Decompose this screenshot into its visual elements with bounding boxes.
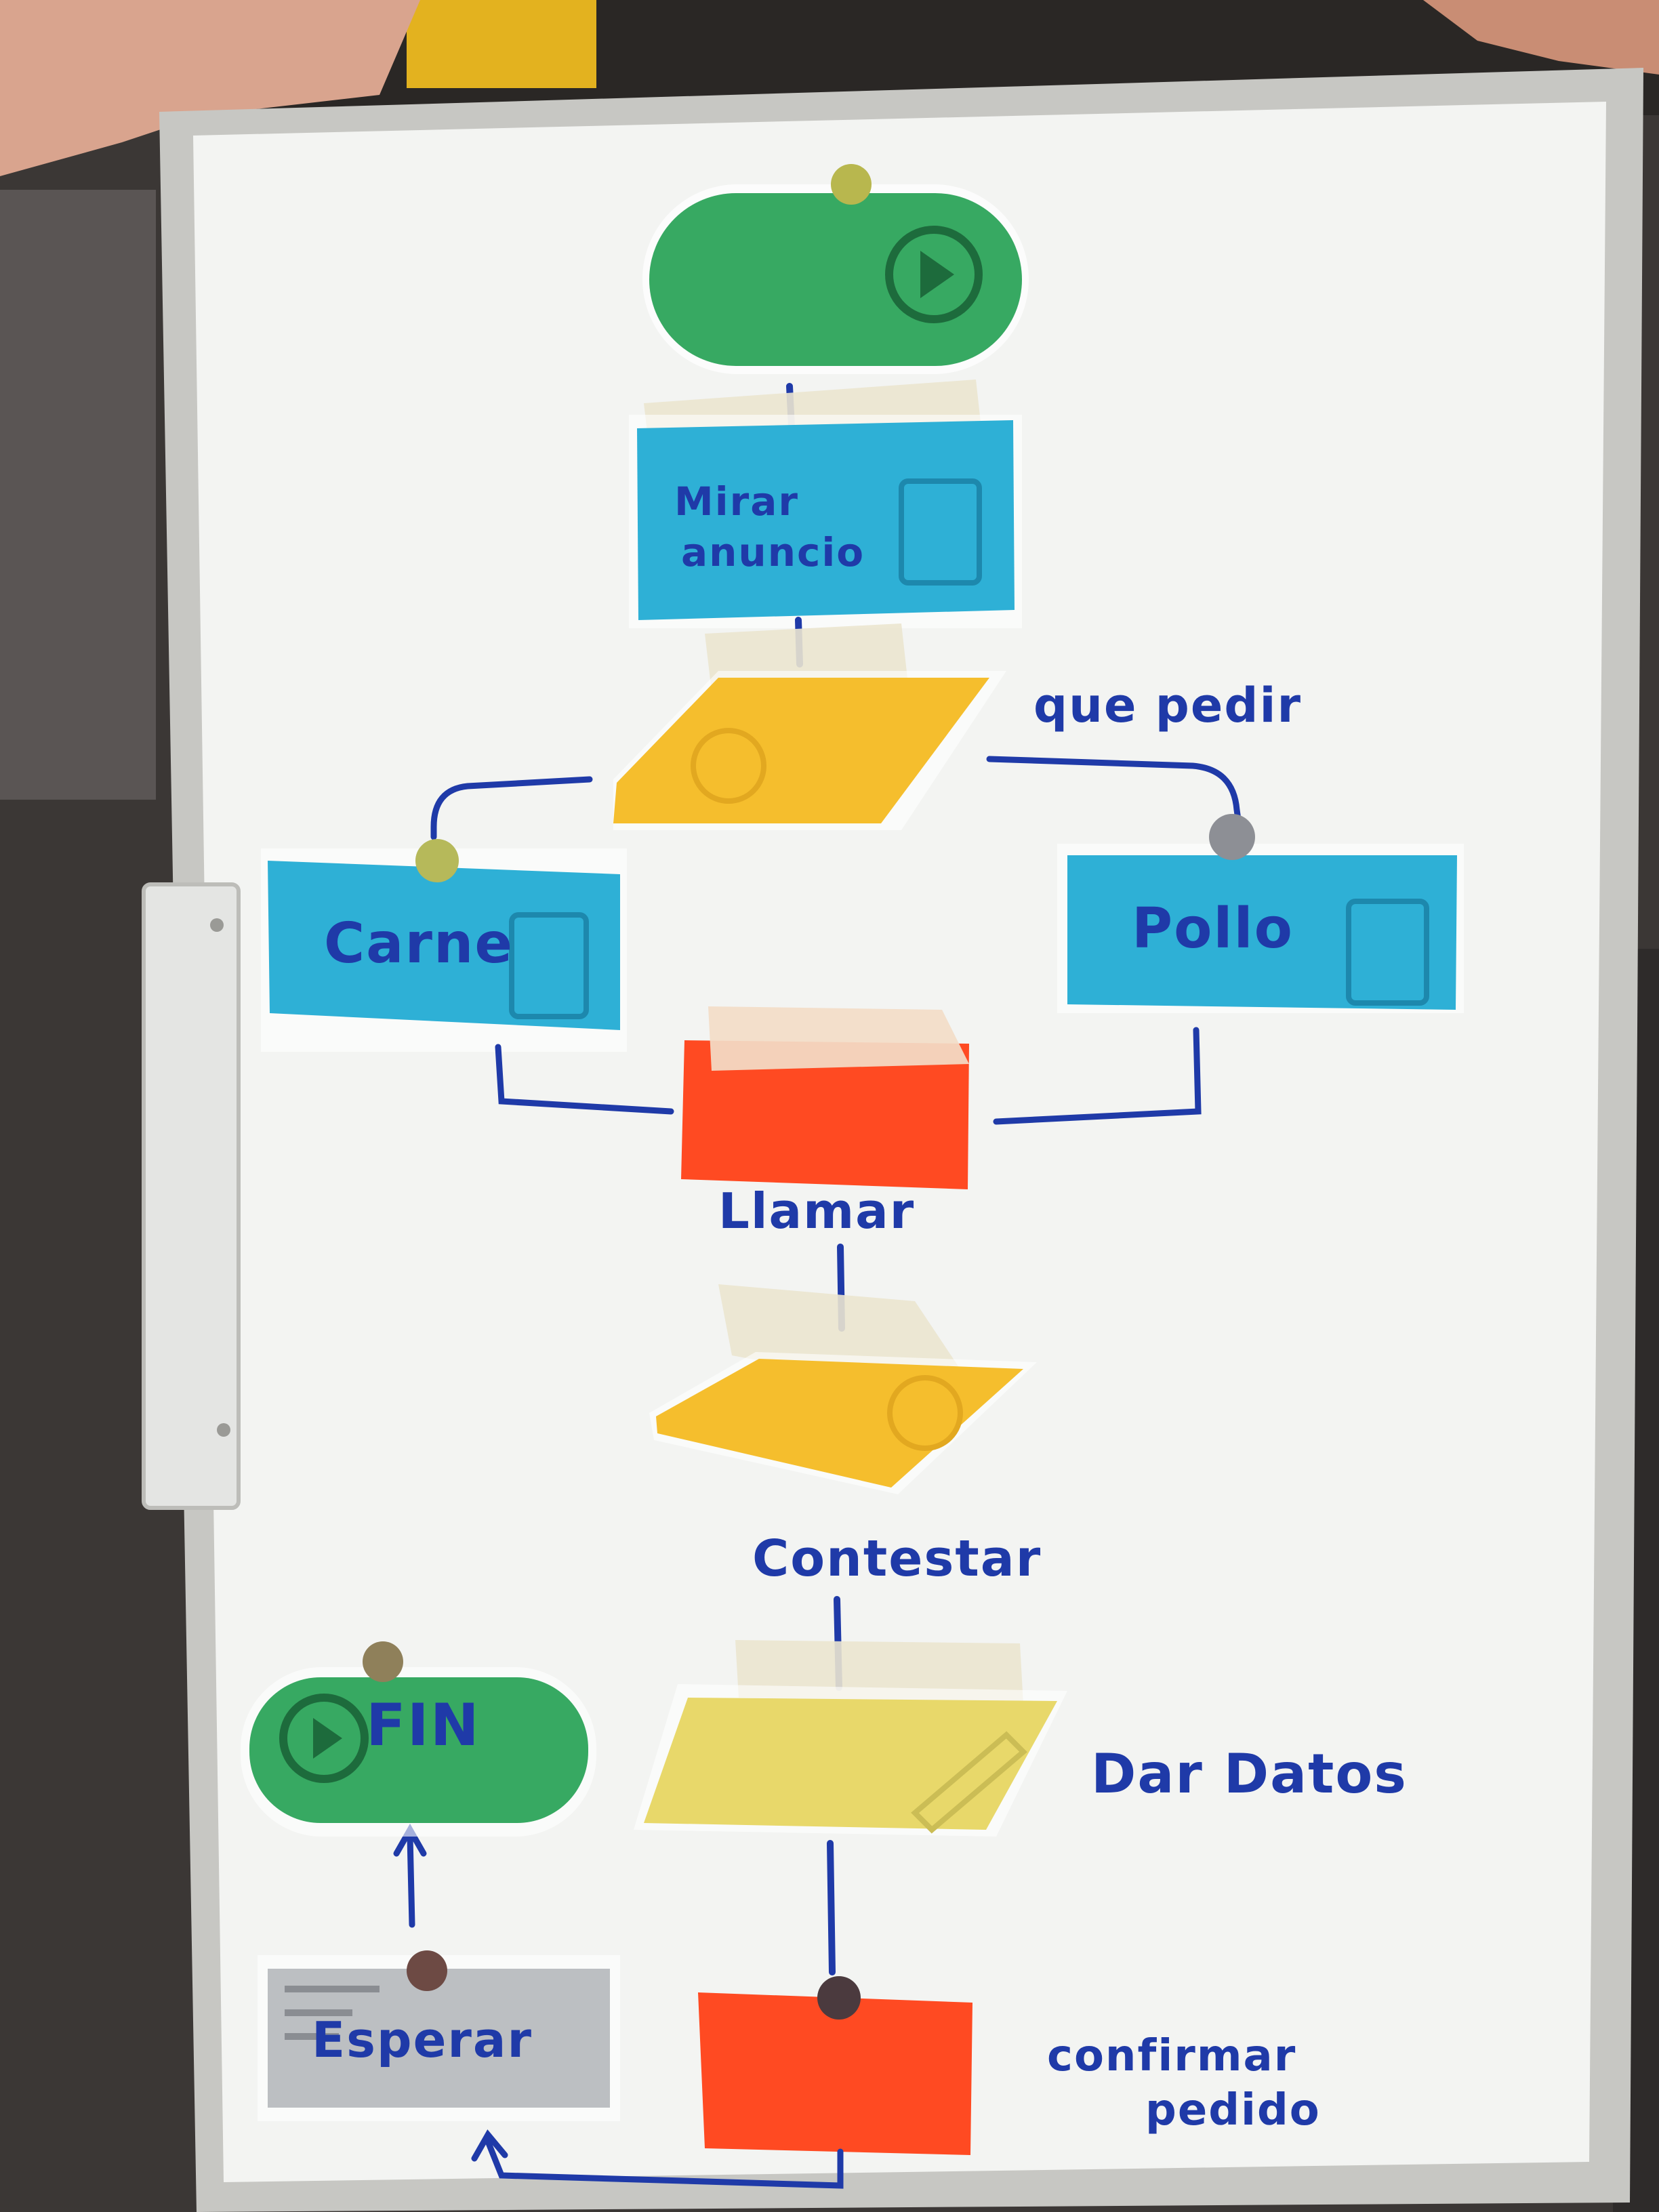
magnet-pin (363, 1641, 403, 1682)
board-clip (142, 882, 241, 1510)
connector-line (993, 1027, 1202, 1125)
confirm-label-line1: confirmar (1047, 2031, 1296, 2081)
magnet-pin (1209, 814, 1255, 860)
right-hand (1423, 0, 1659, 75)
call-label: Llamar (718, 1183, 915, 1240)
connector-line (485, 2138, 844, 2189)
magnet-pin (817, 1976, 861, 2020)
clip-screw (210, 918, 224, 932)
decision-2-label: Contestar (752, 1530, 1042, 1588)
wait-label: Esperar (312, 2011, 533, 2068)
option-beef-label: Carne (324, 912, 514, 976)
magnet-pin (407, 1950, 447, 1991)
left-hand (0, 0, 420, 176)
decision-answer (656, 1359, 1023, 1488)
background-sign (407, 0, 596, 88)
play-icon (279, 1694, 369, 1783)
decision-1-label: que pedir (1033, 678, 1302, 733)
arrow-head (471, 2129, 508, 2162)
connector-line (827, 1840, 836, 1975)
clipboard-icon (509, 912, 589, 1019)
read-ad-process (637, 420, 1015, 620)
end-terminator (249, 1677, 588, 1823)
option-chicken-process (1067, 855, 1457, 1010)
magnet-pin (831, 164, 872, 205)
connector-line (407, 1833, 415, 1928)
clipboard-icon (899, 478, 982, 586)
start-terminator (649, 193, 1022, 366)
compass-icon (691, 728, 766, 804)
read-ad-label-line1: Mirar (674, 478, 799, 525)
read-ad-label-line2: anuncio (681, 529, 865, 575)
give-data-label: Dar Datos (1091, 1742, 1408, 1805)
compass-icon (887, 1375, 963, 1451)
clip-screw (217, 1423, 230, 1437)
magnet-pin (415, 839, 459, 882)
clipboard-icon (1346, 899, 1429, 1006)
confirm-label-line2: pedido (1145, 2085, 1321, 2135)
play-icon (885, 226, 983, 323)
decision-what-to-order (613, 678, 989, 823)
background-objects (0, 190, 156, 800)
end-label: FIN (366, 1692, 480, 1759)
give-data-input (644, 1698, 1057, 1830)
call-note (681, 1040, 969, 1189)
play-icon-triangle (313, 1718, 342, 1759)
play-icon-triangle (920, 251, 954, 298)
connector-line (495, 1044, 674, 1115)
confirm-order-note (698, 1992, 972, 2155)
connector-line (986, 756, 1244, 837)
option-beef-process (268, 861, 620, 1030)
option-chicken-label: Pollo (1132, 897, 1294, 961)
masking-tape (708, 1006, 969, 1071)
connector-line (430, 776, 593, 840)
pencil-icon (911, 1731, 1027, 1834)
